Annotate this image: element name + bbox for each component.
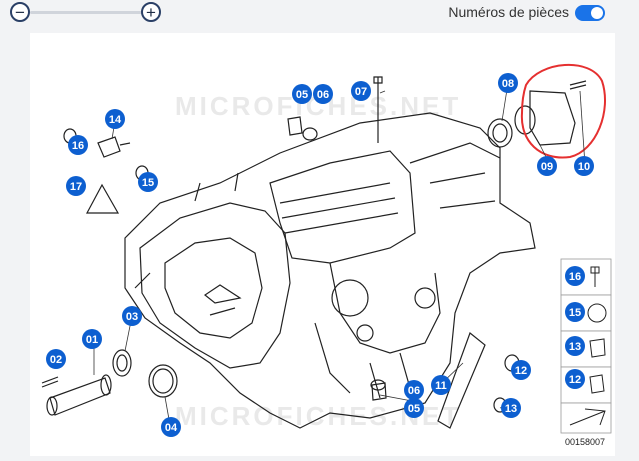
svg-text:06: 06	[408, 385, 420, 397]
svg-text:08: 08	[502, 78, 514, 90]
badge-04[interactable]: 04	[161, 417, 181, 437]
badge-14[interactable]: 14	[105, 109, 125, 129]
badge-08[interactable]: 08	[498, 73, 518, 93]
svg-text:16: 16	[569, 271, 581, 283]
part-badges: 01 02 03 04 05 06 05 06 07 08 09 10 11 1…	[46, 73, 594, 437]
part-numbers-label: Numéros de pièces	[448, 4, 569, 20]
badge-05-bottom[interactable]: 05	[404, 398, 424, 418]
toggle-knob	[591, 7, 603, 19]
badge-07[interactable]: 07	[351, 81, 371, 101]
legend-badge-15[interactable]: 15	[565, 302, 585, 322]
parts-diagram: MICROFICHES.NET MICROFICHES.NET	[41, 63, 612, 447]
badge-09[interactable]: 09	[537, 156, 557, 176]
legend-badge-16[interactable]: 16	[565, 266, 585, 286]
legend-badge-12[interactable]: 12	[565, 369, 585, 389]
badge-05-top[interactable]: 05	[292, 84, 312, 104]
svg-text:17: 17	[70, 181, 82, 193]
svg-text:15: 15	[569, 307, 581, 319]
badge-17[interactable]: 17	[66, 176, 86, 196]
badge-01[interactable]: 01	[82, 329, 102, 349]
svg-text:02: 02	[50, 354, 62, 366]
zoom-in-button[interactable]: +	[141, 2, 161, 22]
svg-text:13: 13	[505, 403, 517, 415]
svg-text:16: 16	[72, 140, 84, 152]
svg-text:10: 10	[578, 161, 590, 173]
svg-text:05: 05	[408, 403, 420, 415]
svg-text:05: 05	[296, 89, 308, 101]
svg-text:12: 12	[569, 374, 581, 386]
badge-06-bottom[interactable]: 06	[404, 380, 424, 400]
badge-02[interactable]: 02	[46, 349, 66, 369]
badge-10[interactable]: 10	[574, 156, 594, 176]
badge-06-top[interactable]: 06	[313, 84, 333, 104]
svg-text:15: 15	[142, 177, 154, 189]
svg-text:11: 11	[435, 380, 447, 392]
svg-text:06: 06	[317, 89, 329, 101]
svg-text:04: 04	[165, 422, 178, 434]
leader-lines	[93, 82, 586, 426]
legend-column: 16 15 13 12 00158007	[560, 258, 612, 447]
badge-12[interactable]: 12	[511, 360, 531, 380]
svg-text:14: 14	[109, 114, 122, 126]
badge-13[interactable]: 13	[501, 398, 521, 418]
badge-11[interactable]: 11	[431, 375, 451, 395]
zoom-slider[interactable]	[30, 11, 144, 14]
svg-text:03: 03	[126, 311, 138, 323]
zoom-out-button[interactable]: −	[10, 2, 30, 22]
toolbar: − + Numéros de pièces	[0, 0, 639, 26]
badge-15[interactable]: 15	[138, 172, 158, 192]
transmission-drawing	[124, 112, 536, 429]
part-numbers-toggle[interactable]	[575, 5, 605, 21]
svg-text:12: 12	[515, 365, 527, 377]
svg-text:01: 01	[86, 334, 98, 346]
svg-text:09: 09	[541, 161, 553, 173]
legend-badge-13[interactable]: 13	[565, 336, 585, 356]
badge-16[interactable]: 16	[68, 135, 88, 155]
badge-03[interactable]: 03	[122, 306, 142, 326]
svg-text:07: 07	[355, 86, 367, 98]
svg-text:13: 13	[569, 341, 581, 353]
drawing-number: 00158007	[565, 437, 605, 447]
highlight-circle	[520, 63, 606, 159]
diagram-panel: MICROFICHES.NET MICROFICHES.NET	[30, 33, 615, 456]
